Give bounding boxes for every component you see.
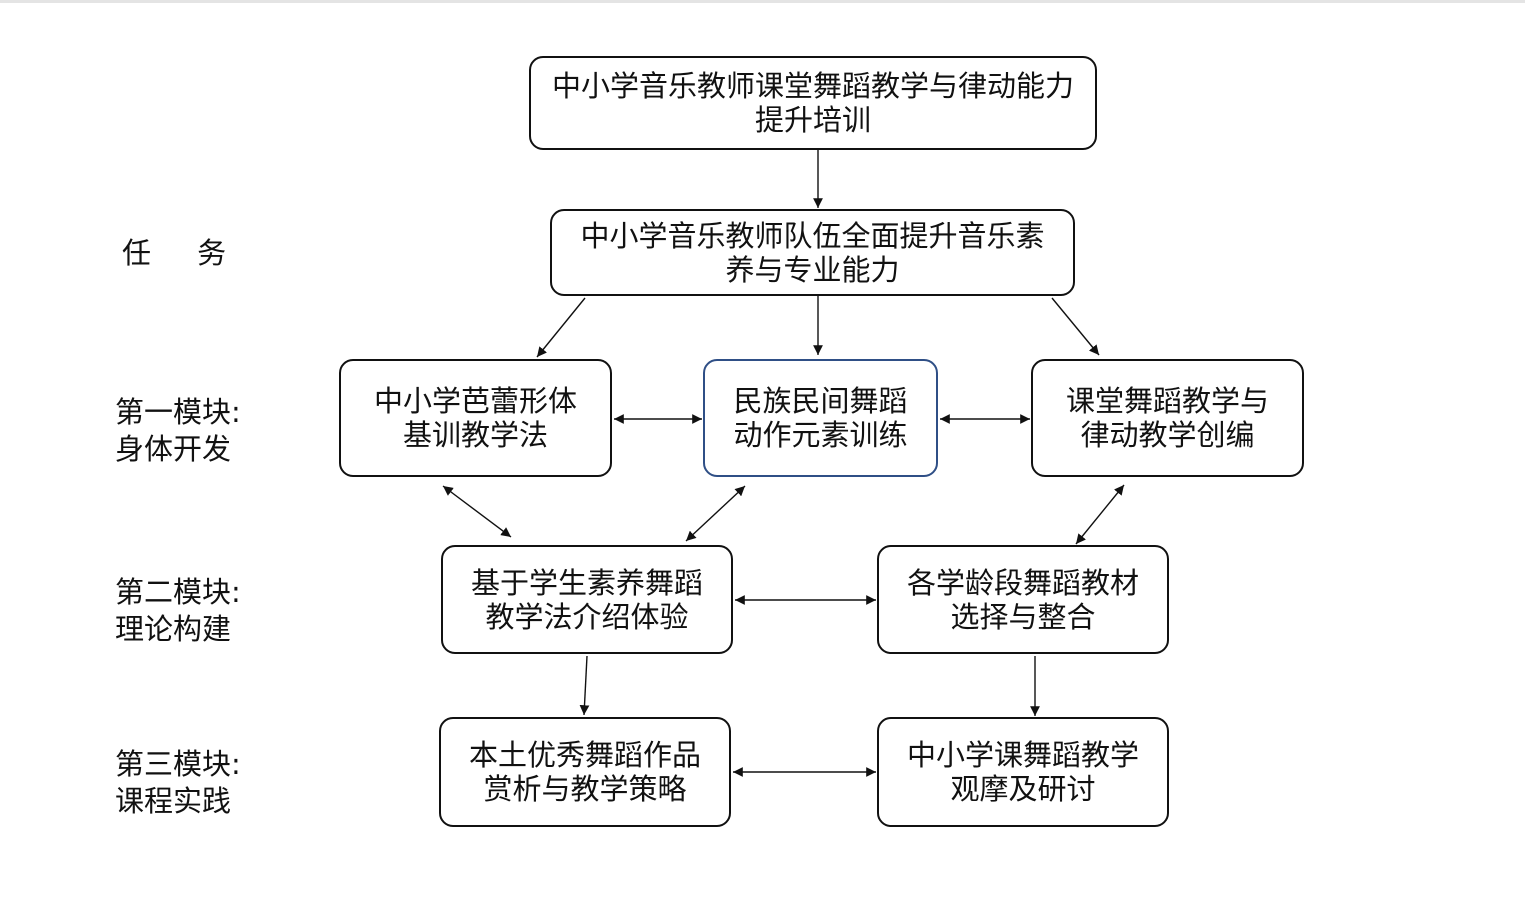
row-label-module3-subtitle: 课程实践	[115, 784, 232, 818]
row-label-task: 任 务	[122, 236, 227, 270]
node-classroom-dance-rhythm: 课堂舞蹈教学与律动教学创编	[1031, 359, 1304, 477]
node-literacy-based-pedagogy: 基于学生素养舞蹈教学法介绍体验	[441, 545, 733, 654]
row-label-module3-title: 第三模块:	[115, 747, 241, 781]
arrow-ballet-pedagogy	[442, 485, 512, 538]
node-overall-goal: 中小学音乐教师队伍全面提升音乐素养与专业能力	[550, 209, 1075, 296]
row-label-module1-subtitle: 身体开发	[115, 432, 232, 466]
top-border	[0, 0, 1525, 3]
node-age-group-materials: 各学龄段舞蹈教材选择与整合	[877, 545, 1169, 654]
row-label-module1-title: 第一模块:	[115, 395, 241, 429]
node-training-program: 中小学音乐教师课堂舞蹈教学与律动能力提升培训	[529, 56, 1097, 150]
arrow-folk-pedagogy	[685, 485, 746, 542]
arrow-goal-to-rhythm	[1051, 297, 1100, 356]
node-folk-dance-elements: 民族民间舞蹈动作元素训练	[703, 359, 938, 477]
arrow-goal-to-ballet	[536, 297, 586, 358]
arrow-pedagogy-to-local-works	[579, 655, 590, 716]
row-label-module2-title: 第二模块:	[115, 575, 241, 609]
arrow-rhythm-materials	[1075, 484, 1125, 545]
node-class-observation: 中小学课舞蹈教学观摩及研讨	[877, 717, 1169, 827]
row-label-module2-subtitle: 理论构建	[115, 612, 232, 646]
node-ballet-basic-training: 中小学芭蕾形体基训教学法	[339, 359, 612, 477]
node-local-dance-works: 本土优秀舞蹈作品赏析与教学策略	[439, 717, 731, 827]
